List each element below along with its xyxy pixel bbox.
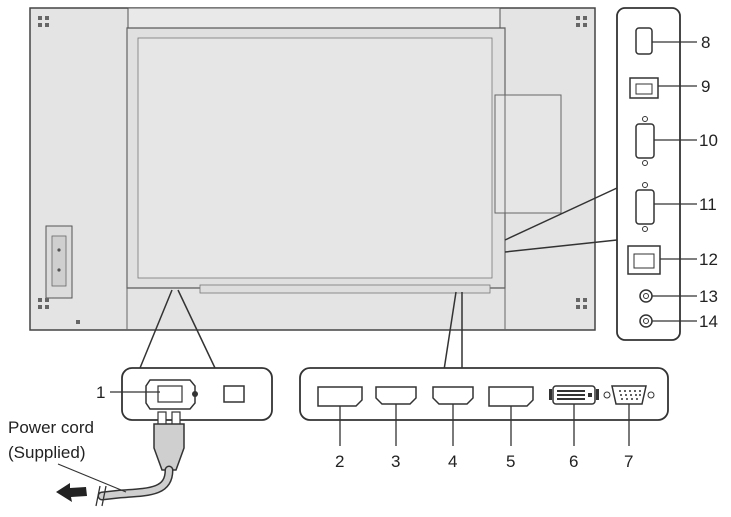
- displayport-out-icon: [488, 386, 534, 407]
- callout-10: 10: [699, 131, 718, 150]
- rs232c-out-port-icon: [635, 182, 655, 232]
- vga-port-icon: [603, 385, 655, 405]
- callout-7: 7: [624, 452, 633, 471]
- main-power-switch-icon: [223, 385, 245, 403]
- callout-12: 12: [699, 250, 718, 269]
- callout-6: 6: [569, 452, 578, 471]
- arrow-left-icon: [56, 483, 87, 502]
- monitor-rear: [29, 7, 596, 331]
- callout-14: 14: [699, 312, 718, 331]
- callout-8: 8: [701, 33, 710, 52]
- rs232c-in-port-icon: [635, 116, 655, 166]
- power-cord-label: Power cord: [8, 418, 94, 437]
- callout-9: 9: [701, 77, 710, 96]
- input-terminal-panel: 2 3 4 5 6 7: [299, 291, 669, 471]
- callout-3: 3: [391, 452, 400, 471]
- callout-13: 13: [699, 287, 718, 306]
- audio-jack-13-icon: [639, 289, 653, 303]
- usb-port-icon: [635, 27, 653, 55]
- hdmi-2-icon: [432, 386, 474, 405]
- side-terminal-panel: 8 9 10 11 12 13 14: [504, 7, 718, 341]
- power-inlet-panel: 1: [96, 289, 273, 421]
- ac-inlet-icon: [145, 379, 198, 410]
- callout-2: 2: [335, 452, 344, 471]
- power-cord-supplied-label: (Supplied): [8, 443, 86, 462]
- callout-5: 5: [506, 452, 515, 471]
- callout-11: 11: [699, 195, 717, 214]
- callout-1: 1: [96, 383, 105, 402]
- dvi-port-icon: [549, 385, 599, 405]
- lan-port-small-icon: [629, 77, 659, 99]
- hdmi-1-icon: [375, 386, 417, 405]
- displayport-in-icon: [317, 386, 363, 407]
- lan-port-icon: [627, 245, 661, 275]
- power-cord: [56, 411, 185, 507]
- callout-4: 4: [448, 452, 457, 471]
- audio-jack-14-icon: [639, 314, 653, 328]
